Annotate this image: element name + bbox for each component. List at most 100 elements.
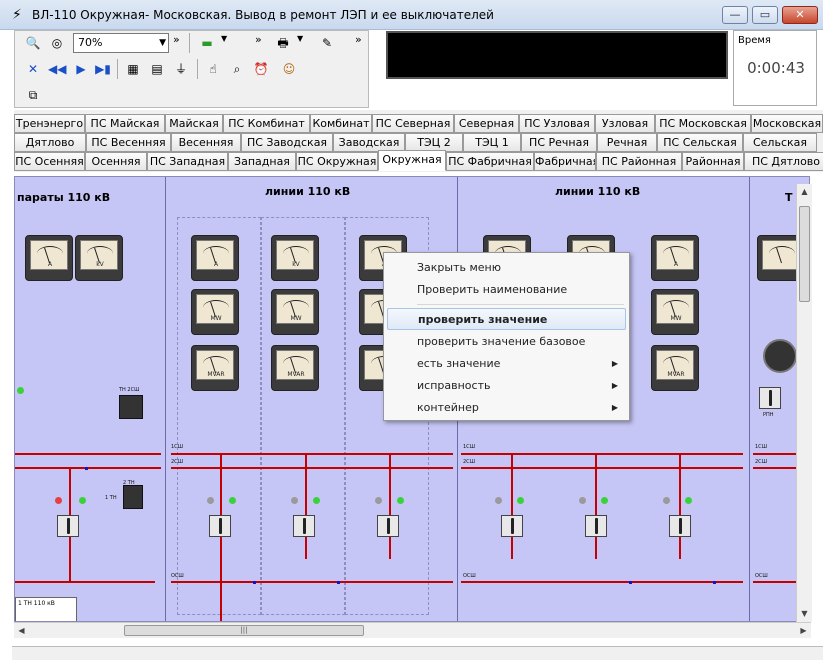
breaker-switch[interactable] bbox=[377, 515, 399, 537]
tab-row1-9[interactable]: ПС Московская bbox=[655, 114, 751, 133]
tab-row3-0[interactable]: ПС Осенняя bbox=[14, 152, 85, 171]
scroll-up-icon[interactable]: ▲ bbox=[801, 187, 808, 196]
tab-row1-6[interactable]: Северная bbox=[454, 114, 519, 133]
tab-row3-6[interactable]: ПС Фабричная bbox=[446, 152, 534, 171]
notes-icon[interactable]: ✎ bbox=[321, 36, 333, 50]
tab-row3-3[interactable]: Западная bbox=[228, 152, 296, 171]
toolbar-more[interactable]: » bbox=[173, 33, 180, 46]
breaker-switch[interactable] bbox=[57, 515, 79, 537]
breaker-switch[interactable] bbox=[669, 515, 691, 537]
vertical-scrollbar[interactable]: ▲ ▼ bbox=[796, 184, 812, 622]
mvar-gauge[interactable]: MVAR bbox=[191, 345, 239, 391]
menu-item-check-base-value[interactable]: проверить значение базовое bbox=[387, 331, 626, 353]
tab-row2-4[interactable]: Заводская bbox=[333, 133, 405, 152]
tab-row1-3[interactable]: ПС Комбинат bbox=[223, 114, 310, 133]
svg-icon[interactable]: ▤ bbox=[151, 62, 163, 76]
timer-icon[interactable]: ⏰ bbox=[253, 62, 269, 76]
print-icon[interactable]: 🖶 bbox=[277, 36, 289, 50]
toolbar-more[interactable]: » bbox=[355, 33, 362, 46]
scroll-right-icon[interactable]: ▶ bbox=[800, 626, 807, 635]
tn-disconnector[interactable] bbox=[119, 395, 143, 419]
tab-row3-8[interactable]: ПС Районная bbox=[596, 152, 682, 171]
menu-item-has-value[interactable]: есть значение▶ bbox=[387, 353, 626, 375]
toolbar-more[interactable]: » bbox=[255, 33, 262, 46]
ground-icon[interactable]: ⏚ bbox=[174, 62, 187, 76]
breaker-switch[interactable] bbox=[293, 515, 315, 537]
tab-row3-1[interactable]: Осенняя bbox=[85, 152, 147, 171]
tab-row1-7[interactable]: ПС Узловая bbox=[519, 114, 595, 133]
voltmeter-gauge[interactable]: kV bbox=[75, 235, 123, 281]
search-icon[interactable]: ⌕ bbox=[233, 62, 241, 76]
rpn-switch[interactable] bbox=[759, 387, 781, 409]
tab-row3-10[interactable]: ПС Дятлово bbox=[744, 152, 823, 171]
gauge-unit: A bbox=[213, 261, 219, 268]
tab-row1-5[interactable]: ПС Северная bbox=[372, 114, 454, 133]
close-button[interactable]: ✕ bbox=[782, 6, 818, 24]
tab-row3-4[interactable]: ПС Окружная bbox=[296, 152, 378, 171]
status-lamp bbox=[397, 497, 404, 504]
zoom-select[interactable]: 70% ▼ bbox=[73, 33, 169, 53]
next-icon[interactable]: ▶▮ bbox=[95, 62, 111, 76]
menu-item-container[interactable]: контейнер▶ bbox=[387, 397, 626, 419]
scroll-down-icon[interactable]: ▼ bbox=[801, 609, 808, 618]
tn-disconnector[interactable] bbox=[123, 485, 143, 509]
chevron-down-icon[interactable]: ▼ bbox=[221, 34, 228, 43]
tab-row2-0[interactable]: Дятлово bbox=[14, 133, 86, 152]
menu-item-check-name[interactable]: Проверить наименование bbox=[387, 279, 626, 301]
horizontal-scrollbar[interactable]: ◀ ||| ▶ bbox=[14, 622, 811, 638]
dial-icon[interactable] bbox=[763, 339, 797, 373]
maximize-button[interactable]: ▭ bbox=[752, 6, 778, 24]
title-bar[interactable]: ⚡ ВЛ-110 Окружная- Московская. Вывод в р… bbox=[0, 0, 823, 30]
tab-row2-10[interactable]: Сельская bbox=[743, 133, 817, 152]
mw-gauge[interactable]: MW bbox=[191, 289, 239, 335]
tab-row2-7[interactable]: ПС Речная bbox=[521, 133, 597, 152]
tab-row2-2[interactable]: Весенняя bbox=[171, 133, 241, 152]
tab-row2-9[interactable]: ПС Сельская bbox=[657, 133, 743, 152]
ammeter-gauge[interactable]: A bbox=[191, 235, 239, 281]
menu-item-health[interactable]: исправность▶ bbox=[387, 375, 626, 397]
tab-row3-2[interactable]: ПС Западная bbox=[147, 152, 228, 171]
menu-item-check-value[interactable]: проверить значение bbox=[387, 308, 626, 330]
breaker-switch[interactable] bbox=[585, 515, 607, 537]
scroll-thumb[interactable] bbox=[799, 206, 810, 302]
tab-row1-1[interactable]: ПС Майская bbox=[85, 114, 165, 133]
tn-block[interactable]: 1 ТН 110 кВ bbox=[15, 597, 77, 621]
tab-row2-6[interactable]: ТЭЦ 1 bbox=[463, 133, 521, 152]
scroll-thumb[interactable]: ||| bbox=[124, 625, 364, 636]
mw-gauge[interactable]: MW bbox=[271, 289, 319, 335]
back-icon[interactable]: ◀◀ bbox=[48, 62, 67, 76]
zoom-in-icon[interactable]: 🔍 bbox=[25, 36, 41, 50]
user-icon[interactable]: ☺ bbox=[282, 62, 296, 76]
chevron-down-icon[interactable]: ▼ bbox=[297, 34, 304, 43]
bus-label: ОСШ bbox=[755, 573, 768, 579]
tab-row2-1[interactable]: ПС Весенняя bbox=[86, 133, 171, 152]
tab-row3-7[interactable]: Фабричная bbox=[534, 152, 596, 171]
minimize-button[interactable]: — bbox=[722, 6, 748, 24]
breaker-switch[interactable] bbox=[209, 515, 231, 537]
mvar-gauge[interactable]: MVAR bbox=[651, 345, 699, 391]
tab-row1-4[interactable]: Комбинат bbox=[310, 114, 372, 133]
menu-item-close[interactable]: Закрыть меню bbox=[387, 257, 626, 279]
image-icon[interactable]: ▦ bbox=[127, 62, 139, 76]
ammeter-gauge[interactable]: A bbox=[651, 235, 699, 281]
scroll-left-icon[interactable]: ◀ bbox=[18, 626, 25, 635]
tab-row2-3[interactable]: ПС Заводская bbox=[241, 133, 333, 152]
mvar-gauge[interactable]: MVAR bbox=[271, 345, 319, 391]
cancel-icon[interactable]: ✕ bbox=[27, 62, 39, 76]
component-icon[interactable]: ▬ bbox=[201, 36, 213, 50]
tab-row1-8[interactable]: Узловая bbox=[595, 114, 655, 133]
tab-row3-9[interactable]: Районная bbox=[682, 152, 744, 171]
ammeter-gauge[interactable]: A bbox=[25, 235, 73, 281]
zoom-fit-icon[interactable]: ◎ bbox=[51, 36, 63, 50]
tab-row1-2[interactable]: Майская bbox=[165, 114, 223, 133]
tab-row1-10[interactable]: Московская bbox=[751, 114, 823, 133]
hand-icon[interactable]: ☝ bbox=[209, 62, 217, 76]
tab-row2-8[interactable]: Речная bbox=[597, 133, 657, 152]
breaker-switch[interactable] bbox=[501, 515, 523, 537]
mw-gauge[interactable]: MW bbox=[651, 289, 699, 335]
layers-icon[interactable]: ⧉ bbox=[28, 88, 38, 102]
tab-row1-0[interactable]: Тренэнерго bbox=[14, 114, 85, 133]
play-icon[interactable]: ▶ bbox=[76, 62, 86, 76]
tab-row3-5[interactable]: Окружная bbox=[378, 150, 446, 171]
voltmeter-gauge[interactable]: kV bbox=[271, 235, 319, 281]
